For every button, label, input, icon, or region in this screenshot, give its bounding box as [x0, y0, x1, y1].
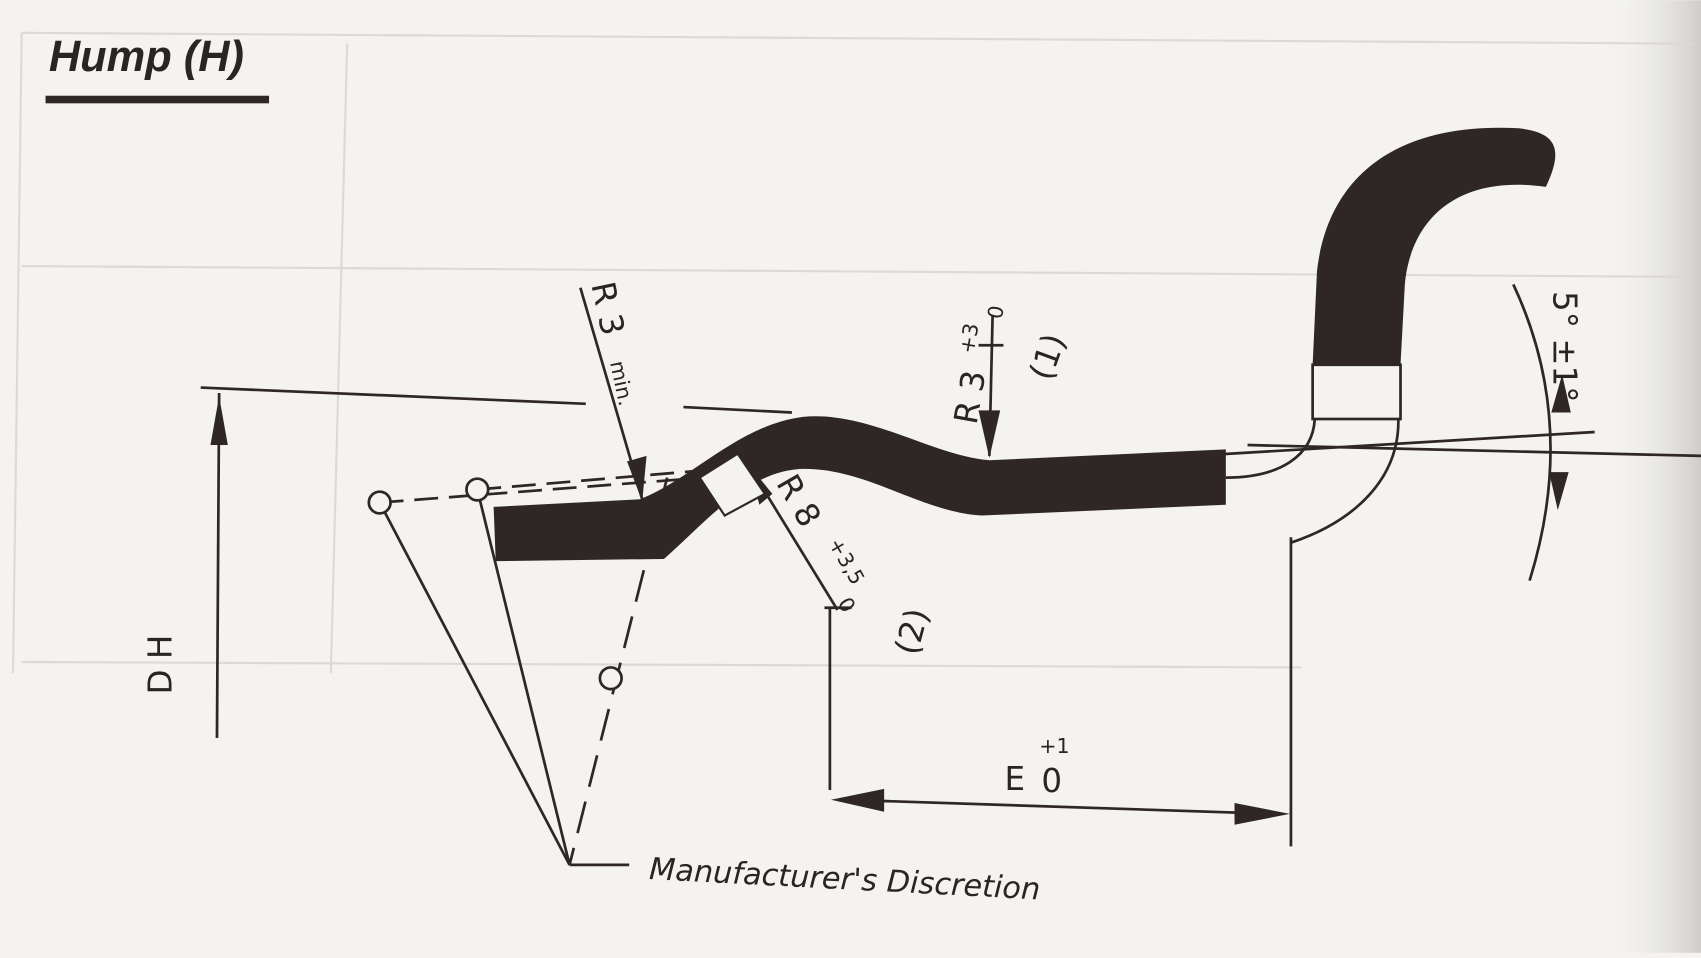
dimension-lines: [200, 283, 1701, 867]
arrowheads: [210, 374, 1571, 825]
r3-tol-plus: +3: [955, 321, 984, 355]
r3-tolerance-label: R 3 +3 0: [947, 304, 1009, 427]
e-dimension: E: [1005, 760, 1026, 798]
title-underline: [45, 95, 270, 104]
e-tol-plus: +1: [1039, 734, 1069, 758]
page-edge-shadow: [1605, 0, 1701, 953]
r8-radius: R 8: [769, 468, 829, 533]
r8-tolerance-label: R 8 +3,5 0: [769, 468, 870, 617]
r8-tol-zero: 0: [833, 593, 860, 616]
bleed-through-table: [11, 31, 1693, 673]
manufacturers-discretion-label: Manufacturer's Discretion: [648, 852, 1041, 907]
r3-radius: R 3: [947, 367, 994, 426]
rim-profile: [493, 127, 1556, 562]
note-1: (1): [1022, 329, 1073, 385]
note-2: (2): [888, 604, 937, 658]
dh-label: D H: [141, 635, 179, 695]
r8-tol-plus: +3,5: [824, 534, 870, 589]
angle-label: 5° ±1°: [1545, 291, 1583, 403]
r3-tol-zero: 0: [983, 304, 1009, 321]
r3-min-label: R 3 min.: [583, 278, 638, 408]
section-title: Hump (H): [49, 33, 244, 81]
center-point-markers: [367, 477, 623, 691]
r3-min-suffix: min.: [605, 359, 638, 408]
e-tolerance-label: E +1 0: [1005, 734, 1070, 800]
e-tol-zero: 0: [1041, 762, 1062, 800]
r3-min-radius: R 3: [583, 278, 631, 338]
